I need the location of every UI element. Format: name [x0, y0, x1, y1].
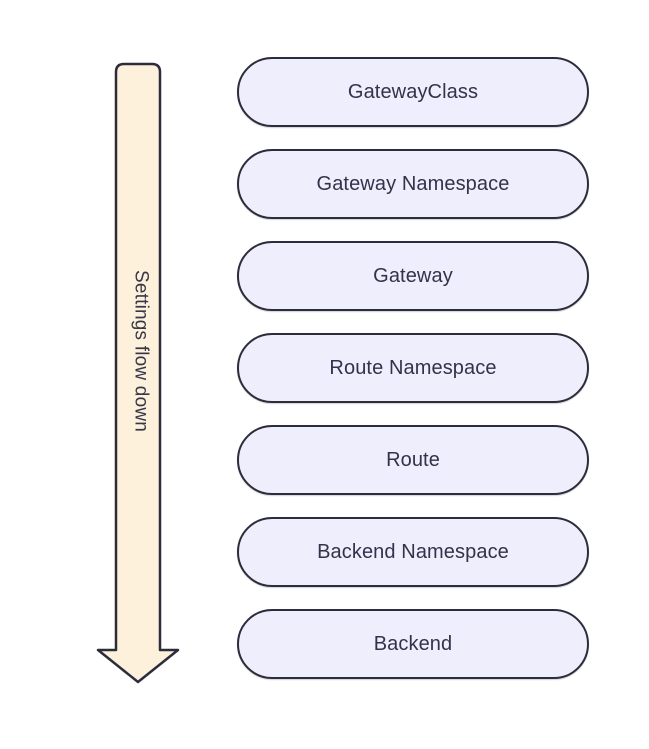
settings-flow-arrow: Settings flow down [96, 52, 186, 692]
node-label: GatewayClass [347, 81, 479, 103]
node-gateway[interactable]: Gateway [237, 241, 589, 311]
node-label: Gateway [373, 265, 453, 287]
node-label: Route [386, 449, 440, 471]
node-label: Route Namespace [329, 357, 497, 379]
node-backend[interactable]: Backend [237, 609, 589, 679]
node-label: Backend [373, 633, 453, 655]
node-label: Backend Namespace [317, 541, 509, 563]
node-backend-namespace[interactable]: Backend Namespace [237, 517, 589, 587]
node-gatewayclass[interactable]: GatewayClass [237, 57, 589, 127]
down-arrow-icon [96, 62, 180, 684]
node-route-namespace[interactable]: Route Namespace [237, 333, 589, 403]
node-gateway-namespace[interactable]: Gateway Namespace [237, 149, 589, 219]
node-label: Gateway Namespace [316, 173, 510, 195]
node-stack: GatewayClass Gateway Namespace Gateway R… [237, 57, 589, 679]
node-route[interactable]: Route [237, 425, 589, 495]
